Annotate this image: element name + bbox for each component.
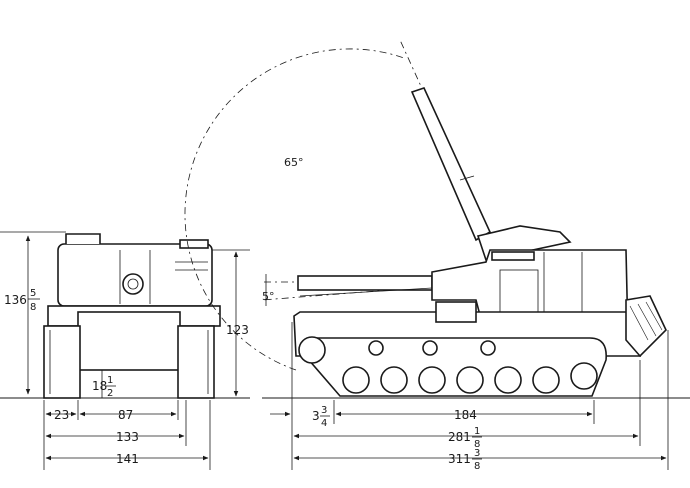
road-wheel (380, 366, 408, 394)
raised-barrel (410, 87, 492, 242)
front-periscope (179, 239, 209, 249)
front-offset-den: 4 (321, 418, 327, 429)
depression-angle-label: 5° (262, 290, 275, 303)
right-track (177, 325, 215, 399)
road-wheel (494, 366, 522, 394)
return-roller (480, 340, 496, 356)
tread-label: 133 (116, 430, 139, 444)
overall-width-label: 141 (116, 452, 139, 466)
track-gap-label: 87 (118, 408, 133, 422)
drive-sprocket (570, 362, 598, 390)
front-offset-whole: 3 (312, 409, 320, 423)
front-lower-hull (77, 311, 181, 371)
track-width-label: 23 (54, 408, 69, 422)
hull-height-label: 123 (226, 323, 249, 337)
road-wheel (418, 366, 446, 394)
side-labels: 65° 5° 123 3 3 4 184 281 1 8 311 3 8 (226, 156, 482, 472)
front-dimensions (0, 231, 211, 470)
elevation-arc (184, 48, 405, 371)
idler-wheel (298, 336, 326, 364)
return-roller (368, 340, 384, 356)
turret-periscope (491, 251, 535, 261)
height-den: 8 (30, 302, 36, 313)
road-wheel (532, 366, 560, 394)
hull-length-whole: 281 (448, 430, 471, 444)
clearance-whole: 18 (92, 379, 107, 393)
hull-length-num: 1 (474, 426, 480, 437)
overall-length-den: 8 (474, 461, 480, 472)
overall-length-whole: 311 (448, 452, 471, 466)
front-hatch (65, 233, 101, 244)
road-wheel (456, 366, 484, 394)
height-num: 5 (30, 288, 36, 299)
left-track (43, 325, 81, 399)
road-wheel (342, 366, 370, 394)
gun-muzzle (122, 273, 144, 295)
height-whole: 136 (4, 293, 27, 307)
level-barrel (297, 275, 433, 291)
elevation-angle-label: 65° (284, 156, 304, 169)
front-labels: 136 5 8 18 1 2 23 87 133 141 (4, 288, 139, 466)
front-view (0, 233, 250, 399)
front-offset-num: 3 (321, 405, 327, 416)
return-roller (422, 340, 438, 356)
clearance-num: 1 (107, 375, 113, 386)
rear-spade (625, 295, 667, 358)
hull-box (435, 301, 477, 323)
ground-contact-label: 184 (454, 408, 477, 422)
clearance-den: 2 (107, 388, 113, 399)
hull-length-den: 8 (474, 439, 480, 450)
side-view (184, 39, 690, 399)
overall-length-num: 3 (474, 448, 480, 459)
side-dimensions (212, 249, 669, 470)
